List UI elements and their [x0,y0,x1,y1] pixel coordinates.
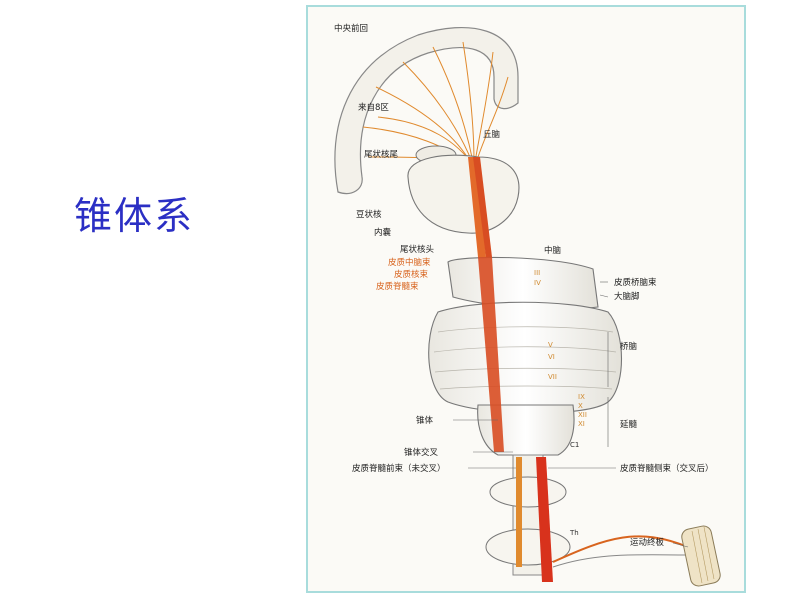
label-caudate-tail: 尾状核尾 [364,149,399,160]
label-corticomesencephalic-tract: 皮质中脑束 [388,257,431,268]
lateral-tract [536,457,553,582]
muscle-striations [691,526,715,584]
nucleus-x: X [578,402,583,410]
cord-section-cervical [489,476,567,508]
anterior-tract [516,457,522,567]
midbrain-shape [447,256,599,310]
pyramidal-system-diagram: 中央前回 来自8区 丘脑 尾状核尾 豆状核 内囊 尾状核头 皮质中脑束 皮质核束… [334,23,721,587]
label-lateral-corticospinal-tract: 皮质脊髓侧束（交叉后） [620,463,714,474]
nucleus-xii: XII [578,411,587,419]
motor-nerve [552,535,689,563]
pyramidal-system-figure: 中央前回 来自8区 丘脑 尾状核尾 豆状核 内囊 尾状核头 皮质中脑束 皮质核束… [306,5,746,593]
slide-title: 锥体系 [74,194,195,238]
cortex-arch [334,26,519,195]
label-internal-capsule: 内囊 [374,227,392,238]
descending-tract-fibers [468,157,492,257]
pons-shape [428,301,622,414]
label-caudate-head: 尾状核头 [400,244,435,255]
pons-striations [433,326,617,390]
label-precentral-gyrus: 中央前回 [334,23,368,34]
label-c1: C1 [570,441,579,449]
nucleus-iii: III [534,269,540,277]
nucleus-v: V [548,341,553,349]
nucleus-vii: VII [548,373,557,381]
nucleus-xi: XI [578,420,585,428]
nucleus-vi: VI [548,353,555,361]
nucleus-iv: IV [534,279,541,287]
lentiform-shape [407,154,520,234]
label-midbrain: 中脑 [544,245,562,256]
label-medulla: 延髓 [620,419,638,430]
label-pons: 桥脑 [620,341,638,352]
leader-lines [453,281,689,548]
label-pyramid: 锥体 [416,415,434,426]
label-corticospinal-tract: 皮质脊髓束 [376,281,419,292]
label-corticonuclear-tract: 皮质核束 [394,269,429,280]
label-thalamus: 丘脑 [483,129,501,140]
muscle-fiber [681,525,721,587]
label-motor-end-plate: 运动终板 [630,537,665,548]
label-cerebral-peduncle: 大脑脚 [614,291,640,302]
nucleus-ix: IX [578,393,585,401]
label-lentiform-nucleus: 豆状核 [356,209,382,220]
label-from-area-8: 来自8区 [358,102,389,113]
label-corticopontine-tract: 皮质桥脑束 [614,277,657,288]
label-pyramidal-decussation: 锥体交叉 [404,447,439,458]
label-anterior-corticospinal-tract: 皮质脊髓前束（未交叉） [352,463,446,474]
stem-tract [478,257,504,452]
label-th: Th [569,529,579,537]
